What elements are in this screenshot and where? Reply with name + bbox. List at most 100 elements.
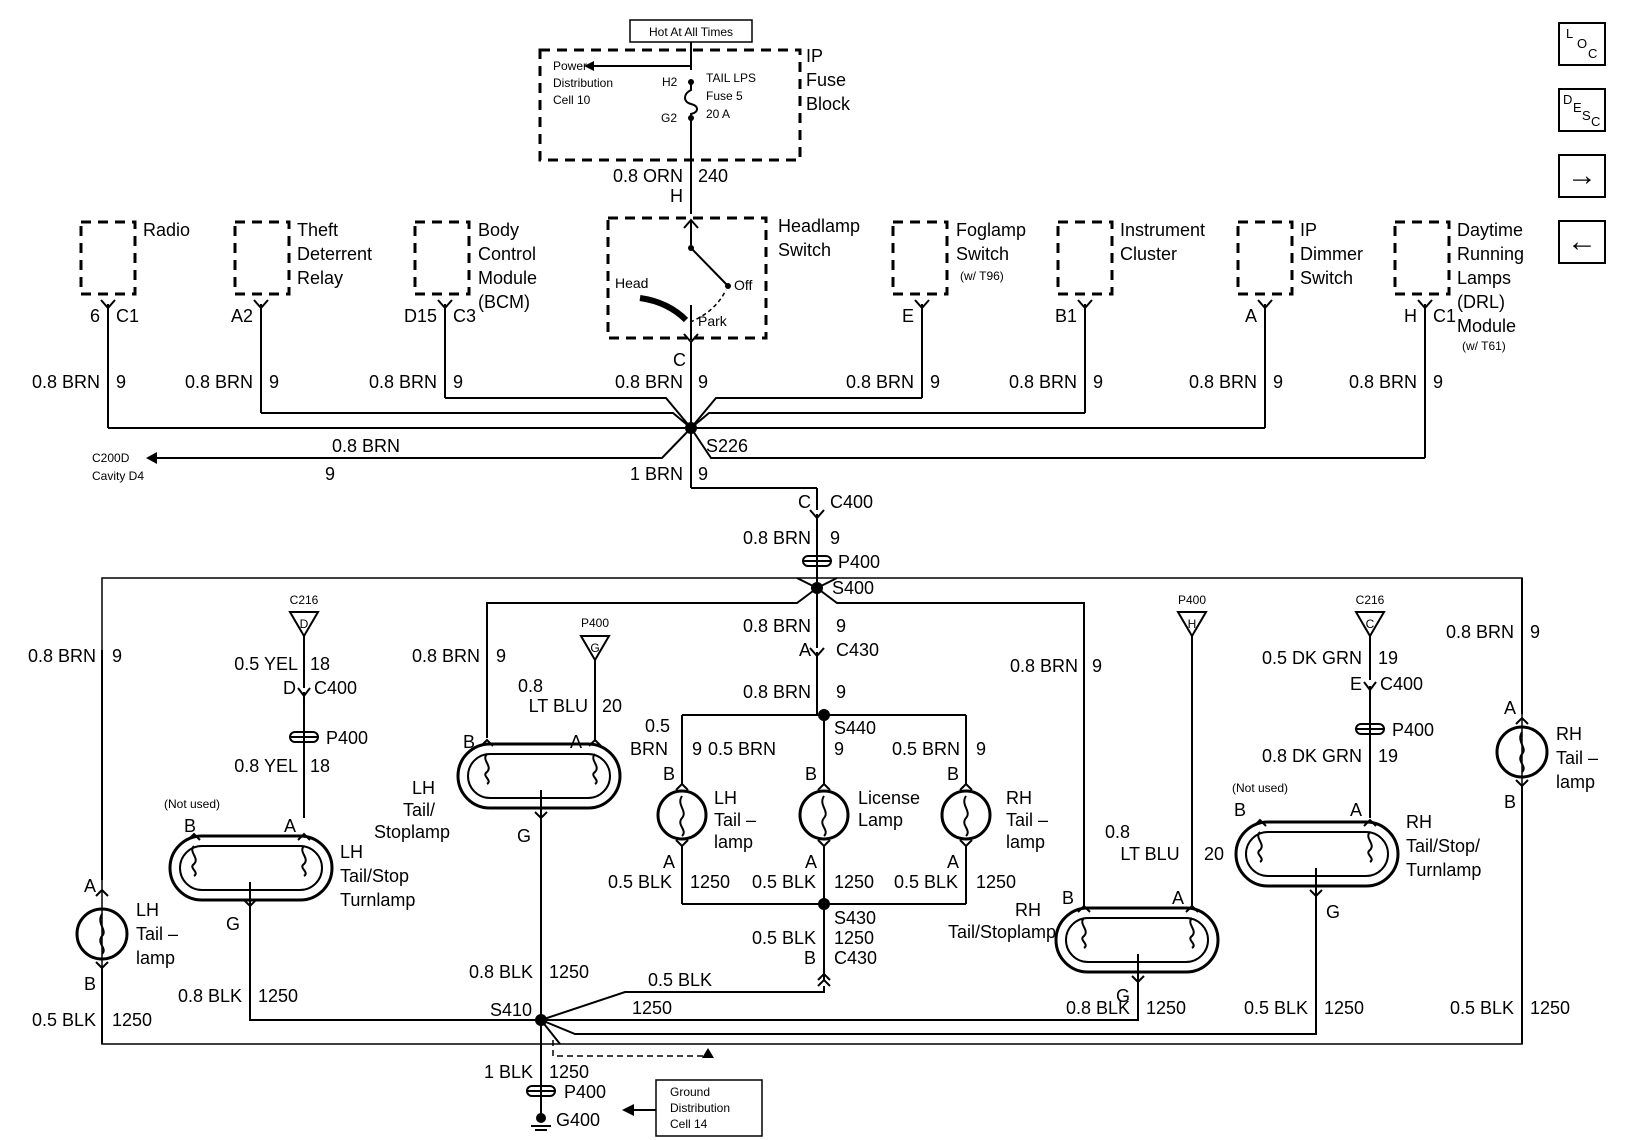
power-label: Hot At All Times <box>649 25 733 39</box>
rh-turn-circuit2: 19 <box>1378 746 1398 766</box>
svg-text:P400: P400 <box>1178 593 1206 607</box>
svg-text:LH Tail – lamp: LH Tail – lamp <box>714 788 761 852</box>
lh-taillamp-center: 0.5 BRN 9 B A LH Tail – lamp 0.5 BLK 125… <box>608 716 761 904</box>
rh-turn-wire2: 0.8 DK GRN <box>1262 746 1362 766</box>
svg-text:0.8 BRN: 0.8 BRN <box>846 372 914 392</box>
feed-circuit: 240 <box>698 166 728 186</box>
c430-ground-wire: 0.5 BLK <box>648 970 712 990</box>
load-ip-dimmer-switch: IP Dimmer Switch A 0.8 BRN 9 <box>1189 220 1363 428</box>
rh-p400-pass-through-icon <box>1355 723 1385 735</box>
load-foglamp-switch: Foglamp Switch (w/ T96) E 0.8 BRN 9 <box>846 220 1031 398</box>
svg-text:G: G <box>1326 902 1340 922</box>
description-button[interactable]: D E S C <box>1558 88 1606 132</box>
svg-text:Body Control Modul: Body Control Module (BCM) <box>478 220 542 312</box>
svg-text:0.8 BRN: 0.8 BRN <box>369 372 437 392</box>
c200d-dest-label: C200D Cavity D4 <box>92 451 144 483</box>
lh-turn-pin: D <box>283 678 296 698</box>
s226-out-wire: 1 BRN <box>630 464 683 484</box>
rh-ts-gnd-wire: 0.8 BLK <box>1066 998 1130 1018</box>
ground-p400: P400 <box>564 1082 606 1102</box>
svg-text:C216: C216 <box>1356 593 1385 607</box>
rh-ts-gnd-circuit: 1250 <box>1146 998 1186 1018</box>
lh-outer-circuit: 9 <box>112 646 122 666</box>
rh-blu-wire: 0.8 LT BLU <box>1105 822 1180 864</box>
arrow-right-icon: → <box>1567 159 1597 192</box>
svg-text:0.5 BLK: 0.5 BLK <box>608 872 672 892</box>
svg-text:G: G <box>1116 986 1130 1006</box>
svg-text:A: A <box>947 852 959 872</box>
svg-text:0.5 BRN: 0.5 BRN <box>630 716 675 759</box>
ground-circuit: 1250 <box>549 1062 589 1082</box>
s226-branch-wire: 0.8 BRN <box>332 436 400 456</box>
svg-text:A: A <box>1172 888 1184 908</box>
p400-pass-through-icon <box>802 555 832 567</box>
svg-text:0.5 BLK: 0.5 BLK <box>894 872 958 892</box>
svg-text:Daytime Running La: Daytime Running Lamps (DRL) Module <box>1457 220 1529 336</box>
lh-st-gnd-circuit: 1250 <box>258 986 298 1006</box>
lh-ts-wire: 0.8 BRN <box>412 646 480 666</box>
svg-text:0.5 BLK: 0.5 BLK <box>752 872 816 892</box>
location-button[interactable]: L O C <box>1558 22 1606 66</box>
svg-text:0.8 BRN: 0.8 BRN <box>1189 372 1257 392</box>
fuse-icon <box>684 82 698 118</box>
ip-fuse-block-label: IP Fuse Block <box>806 46 851 114</box>
svg-text:0.8 BRN: 0.8 BRN <box>1349 372 1417 392</box>
lh-ts-blu-circuit: 20 <box>602 696 622 716</box>
svg-text:Foglamp Switch: Foglamp Switch <box>956 220 1031 264</box>
ip-fuse-block-box <box>538 48 802 162</box>
svg-text:RH Tail/Stoplamp: RH Tail/Stoplamp <box>948 900 1056 942</box>
lh-turn-p400: P400 <box>326 728 368 748</box>
svg-text:B: B <box>1504 792 1516 812</box>
svg-text:(Not used): (Not used) <box>164 797 220 811</box>
switch-head-contact <box>639 295 689 323</box>
load-instrument-cluster: Instrument Cluster B1 0.8 BRN 9 <box>1009 220 1210 413</box>
svg-text:1250: 1250 <box>834 872 874 892</box>
c216-d-connector: C216 D <box>288 593 320 638</box>
load-theft-relay: Theft Deterrent Relay A2 0.8 BRN 9 <box>185 220 372 413</box>
svg-text:A2: A2 <box>231 306 253 326</box>
c400-pin: C <box>798 492 811 512</box>
svg-text:9: 9 <box>269 372 279 392</box>
rh-turn-circuit1: 19 <box>1378 648 1398 668</box>
arrow-left-icon: ← <box>1567 225 1597 258</box>
splice-s400-label: S400 <box>832 578 874 598</box>
svg-text:C1: C1 <box>1433 306 1456 326</box>
svg-text:9: 9 <box>976 739 986 759</box>
rh-tail-stoplamp: B A G RH Tail/Stoplamp <box>948 888 1220 1006</box>
svg-text:A: A <box>1504 698 1516 718</box>
rh-ts-wire: 0.8 BRN <box>1010 656 1078 676</box>
svg-text:0.5 BRN: 0.5 BRN <box>708 739 776 759</box>
lh-tail-stoplamp: B A G LH Tail/ Stoplamp <box>374 732 622 846</box>
svg-text:0.5 BRN: 0.5 BRN <box>892 739 960 759</box>
svg-text:B: B <box>84 974 96 994</box>
svg-text:H: H <box>1404 306 1417 326</box>
svg-text:B: B <box>1062 888 1074 908</box>
lh-p400-g-connector: P400 G <box>579 616 611 662</box>
rh-taillamp-outer: A B RH Tail – lamp <box>1495 698 1598 812</box>
rh-ts-circuit: 9 <box>1092 656 1102 676</box>
svg-text:Instrument Cluster: Instrument Cluster <box>1120 220 1210 264</box>
svg-text:E: E <box>902 306 914 326</box>
svg-text:B: B <box>947 764 959 784</box>
svg-text:6: 6 <box>90 306 100 326</box>
s226-out-circuit: 9 <box>698 464 708 484</box>
next-page-button[interactable]: → <box>1558 154 1606 198</box>
splice-s410-label: S410 <box>490 1000 532 1020</box>
lh-tl-gnd-circuit: 1250 <box>112 1010 152 1030</box>
hs-out-wire: 0.8 BRN <box>615 372 683 392</box>
svg-text:C216: C216 <box>290 593 319 607</box>
ground-wire: 1 BLK <box>484 1062 533 1082</box>
previous-page-button[interactable]: ← <box>1558 220 1606 264</box>
ground-distribution-box <box>655 1079 763 1137</box>
rh-taillamp-center: 0.5 BRN 9 B A RH Tail – lamp 0.5 BLK 125… <box>892 739 1048 904</box>
svg-text:P400: P400 <box>581 616 609 630</box>
rh-blu-circuit: 20 <box>1204 844 1224 864</box>
rh-p400-h-connector: P400 H <box>1176 593 1208 638</box>
lh-turn-wire2: 0.8 YEL <box>234 756 298 776</box>
svg-text:(Not used): (Not used) <box>1232 781 1288 795</box>
lh-ts-circuit: 9 <box>496 646 506 666</box>
svg-text:B: B <box>1234 800 1246 820</box>
rh-tl-gnd-wire: 0.5 BLK <box>1450 998 1514 1018</box>
svg-text:G: G <box>226 914 240 934</box>
